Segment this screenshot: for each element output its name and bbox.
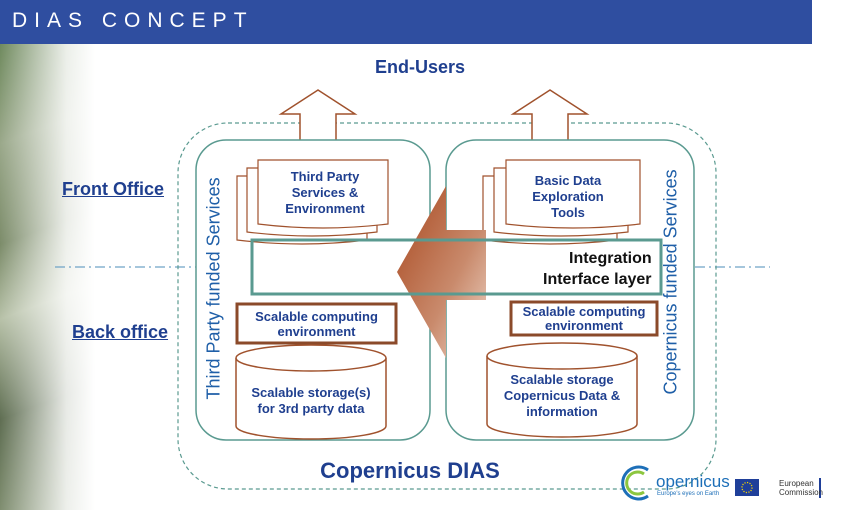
right-storage-text: Scalable storage Copernicus Data & infor… [503,372,621,419]
end-users-label: End-Users [374,57,466,77]
dias-boundary [177,122,717,490]
european-commission-text: European Commission [779,479,824,497]
title-bar: DIAS CONCEPT [0,0,812,44]
integration-label: Integration [569,250,652,267]
back-office-label: Back office [72,322,169,342]
left-storage-text: Scalable storage(s) for 3rd party data [251,385,371,416]
copernicus-tagline: Europe's eyes on Earth [657,491,720,497]
third-party-services-stack [236,159,389,245]
third-party-vertical-label: Third Party funded Services [203,177,224,400]
european-commission-logo [735,478,821,498]
right-up-arrow [510,89,590,148]
copernicus-vertical-label: Copernicus funded Services [660,169,681,395]
basic-data-tools-text: Basic Data Exploration Tools [532,173,604,220]
right-computing-box [509,300,659,337]
page-title: DIAS CONCEPT [12,9,254,32]
right-computing-text: Scalable computing environment [522,304,646,333]
basic-data-tools-stack [482,159,641,245]
interface-layer-box [250,238,663,296]
copernicus-logo-text: opernicus [656,472,730,491]
integration-arrow [397,186,486,358]
interface-layer-label: Interface layer [543,271,652,288]
copernicus-logo-mark [621,465,649,501]
left-up-arrow [278,89,358,148]
copernicus-dias-title: Copernicus DIAS [320,458,500,483]
background-photo [0,44,95,510]
left-computing-text: Scalable computing environment [255,309,378,339]
left-computing-box [235,302,398,345]
left-storage-cylinder [235,344,387,440]
third-party-services-text: Third Party Services & Environment [285,169,365,216]
right-storage-cylinder [486,342,638,438]
front-office-label: Front Office [62,179,164,199]
